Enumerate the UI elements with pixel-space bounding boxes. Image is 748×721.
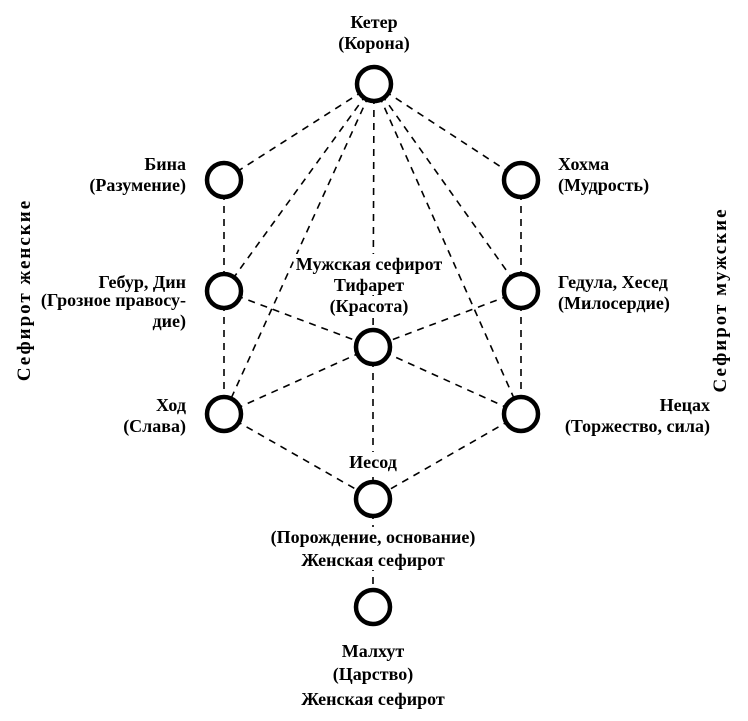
label-backdrop [293, 254, 445, 274]
label-bina-line-2: (Разумение) [89, 175, 186, 196]
label-hod-line-1: Ход [156, 395, 186, 415]
node-malkhut [353, 587, 393, 627]
label-netsakh-line-1: Нецах [660, 395, 710, 415]
label-yesod-line-2: (Порождение, основание) [271, 527, 476, 548]
side-label-female: Сефирот женские [14, 199, 35, 381]
label-tiferet-line-3: (Красота) [330, 296, 409, 317]
label-gevura-line-3: дие) [153, 311, 186, 332]
edge-keter-hod [223, 83, 375, 415]
node-tiferet [353, 327, 393, 367]
label-backdrop [327, 296, 411, 317]
labels-layer: Кетер(Корона) Бина(Разумение) Хохма(Мудрос… [41, 12, 710, 709]
side-label-male: Сефирот мужские [710, 208, 731, 393]
label-hokhma-line-2: (Мудрость) [558, 175, 649, 196]
label-hod-line-2: (Слава) [123, 416, 186, 437]
label-bina-line-1: Бина [144, 154, 186, 174]
node-yesod [353, 479, 393, 519]
edge-netsakh-tiferet [372, 346, 522, 415]
node-keter [354, 64, 394, 104]
edge-gevura-tiferet [223, 290, 374, 348]
label-backdrop [268, 527, 478, 548]
node-hesed [501, 271, 541, 311]
edge-keter-bina [223, 83, 375, 181]
nodes-layer [204, 64, 541, 627]
label-tiferet-line-1: Мужская сефирот [296, 254, 443, 274]
label-hokhma-line-1: Хохма [558, 154, 609, 174]
node-netsakh [501, 394, 541, 434]
label-backdrop [331, 275, 407, 295]
label-yesod-line-3: Женская сефирот [301, 550, 445, 570]
edge-keter-hesed [373, 83, 522, 292]
edge-hod-tiferet [223, 346, 374, 415]
node-gevura [204, 271, 244, 311]
label-yesod-line-1: Иесод [349, 452, 397, 472]
edge-netsakh-yesod [372, 413, 522, 500]
edge-hod-yesod [223, 413, 374, 500]
label-malkhut-line-3: Женская сефирот [301, 689, 445, 709]
label-gevura-line-1: Гебур, Дин [98, 272, 186, 292]
edge-hesed-tiferet [372, 290, 522, 348]
edge-keter-hokhma [373, 83, 522, 181]
label-malkhut-line-2: (Царство) [333, 664, 413, 685]
edge-keter-tiferet [372, 83, 375, 348]
label-backdrop [347, 452, 399, 472]
node-hokhma [501, 160, 541, 200]
node-hod [204, 394, 244, 434]
label-tiferet-line-2: Тифарет [334, 275, 404, 295]
label-keter-line-1: Кетер [350, 12, 397, 32]
label-malkhut-line-1: Малхут [342, 641, 405, 661]
label-gevura-line-2: (Грозное правосу- [41, 290, 186, 311]
label-backdrop [299, 550, 447, 570]
node-bina [204, 160, 244, 200]
label-hesed-line-1: Гедула, Хесед [558, 272, 668, 292]
label-netsakh-line-2: (Торжество, сила) [565, 416, 710, 437]
edge-keter-netsakh [373, 83, 522, 415]
label-hesed-line-2: (Милосердие) [558, 293, 670, 314]
label-keter-line-2: (Корона) [338, 33, 410, 54]
edge-keter-gevura [223, 83, 375, 292]
